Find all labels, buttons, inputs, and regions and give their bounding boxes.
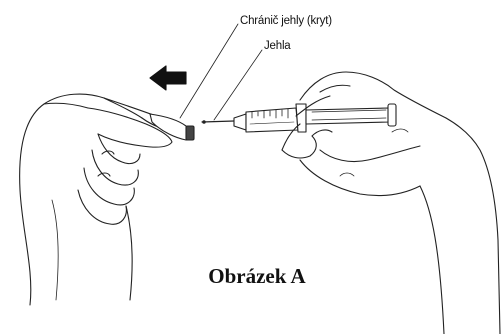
needle-cap xyxy=(150,114,194,140)
pull-direction-arrow-icon xyxy=(150,66,186,90)
needle-tip xyxy=(203,121,205,123)
figure-caption: Obrázek A xyxy=(0,264,504,289)
needle-leader-line xyxy=(214,50,262,120)
needle-label: Jehla xyxy=(264,40,291,52)
needle xyxy=(202,121,234,122)
syringe xyxy=(234,104,396,132)
cap-leader-line xyxy=(180,24,238,118)
needle-cap-label: Chránič jehly (kryt) xyxy=(240,15,332,27)
